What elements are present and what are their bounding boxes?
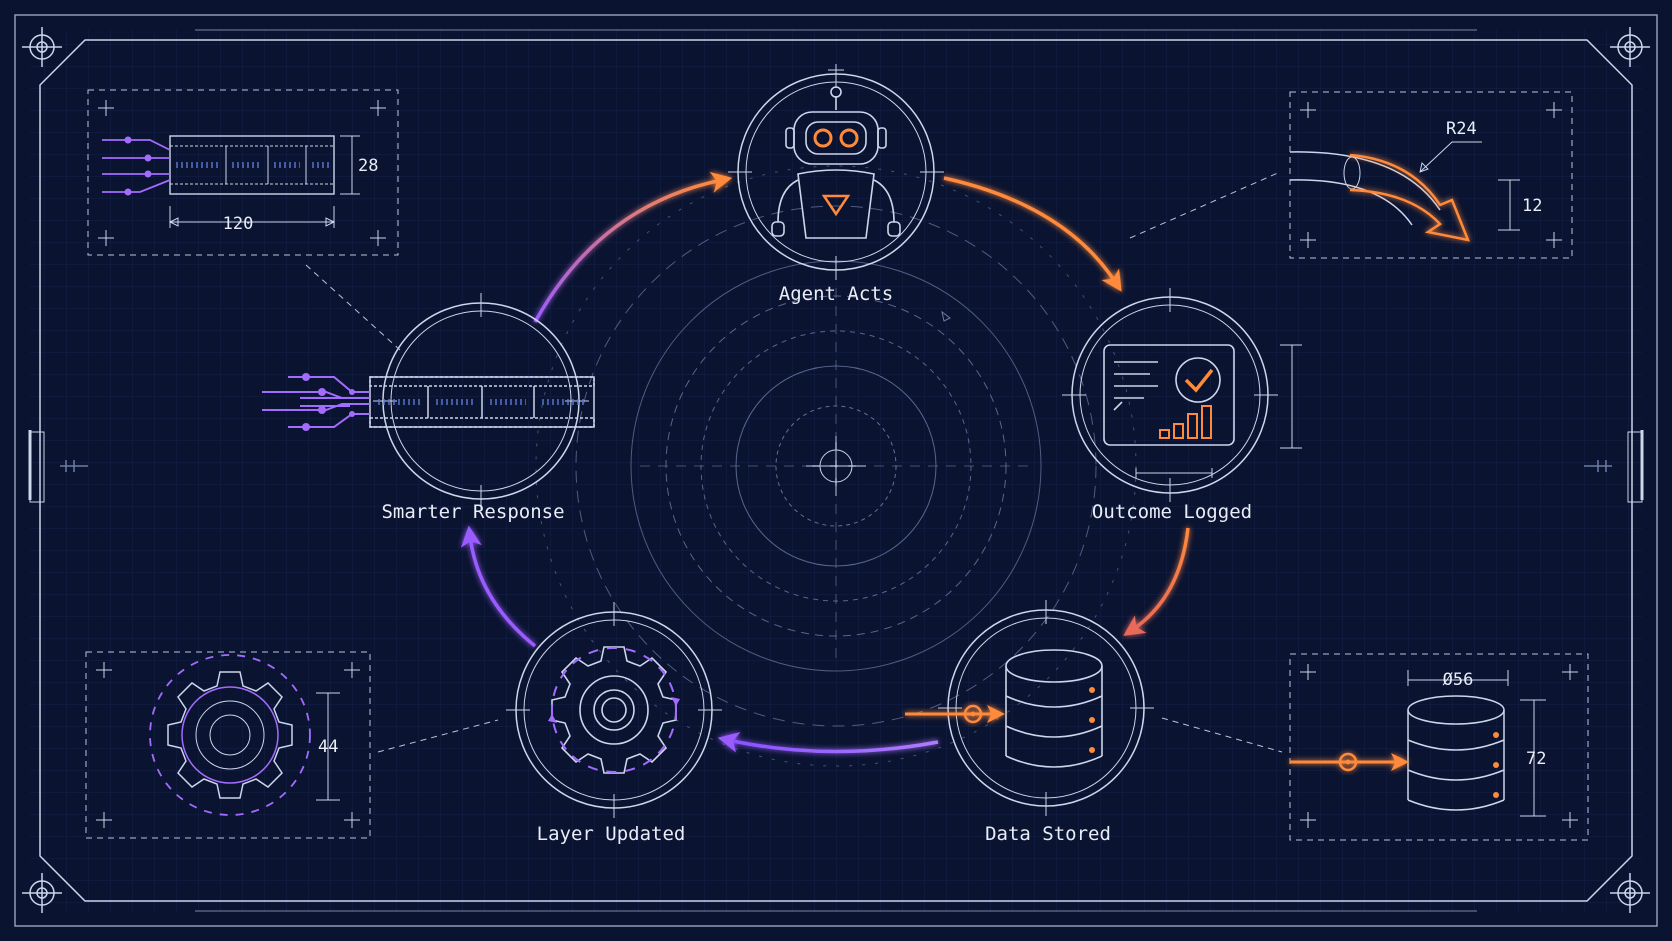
center-rings [535, 165, 1137, 767]
node-layer-updated: Layer Updated [506, 602, 722, 845]
blueprint-frame [14, 14, 1658, 927]
robot-icon [771, 86, 901, 239]
callout-layer-dimensions: 120 28 [87, 89, 401, 351]
label-agent-acts: Agent Acts [779, 283, 893, 305]
label-data-stored: Data Stored [985, 823, 1111, 845]
callout-database-size: Ø56 72 [1161, 653, 1589, 841]
dim-layer-width: 120 [223, 214, 254, 234]
label-outcome-logged: Outcome Logged [1092, 501, 1252, 523]
callout-gear-size: 44 [85, 651, 499, 839]
arrow-outcome-to-data [1123, 527, 1190, 636]
data-input-arrow [905, 704, 1005, 724]
cycle-arrows [460, 171, 1190, 754]
node-smarter-response: Smarter Response [262, 293, 595, 523]
arrow-agent-to-outcome [943, 176, 1122, 292]
node-data-stored: Data Stored [905, 600, 1154, 845]
node-outcome-logged: Outcome Logged [1062, 288, 1302, 523]
dim-radius: R24 [1446, 119, 1477, 139]
node-agent-acts: Agent Acts [728, 64, 944, 305]
arrow-response-to-agent [533, 171, 733, 323]
database-icon [1005, 649, 1103, 768]
label-layer-updated: Layer Updated [537, 823, 686, 845]
dim-db-height: 72 [1526, 749, 1546, 769]
arrow-data-to-layer [717, 731, 939, 754]
dashboard-check-icon [1103, 344, 1235, 446]
arrow-layer-to-response [460, 525, 537, 648]
dim-arrow-height: 12 [1522, 196, 1542, 216]
dim-gear-size: 44 [318, 737, 338, 757]
gear-icon [548, 646, 680, 774]
dim-db-diameter: Ø56 [1443, 670, 1474, 690]
label-smarter-response: Smarter Response [381, 501, 564, 523]
callout-arrow-radius: R24 12 [1129, 91, 1573, 259]
neural-layer-icon [262, 373, 595, 431]
dim-layer-height: 28 [358, 156, 378, 176]
